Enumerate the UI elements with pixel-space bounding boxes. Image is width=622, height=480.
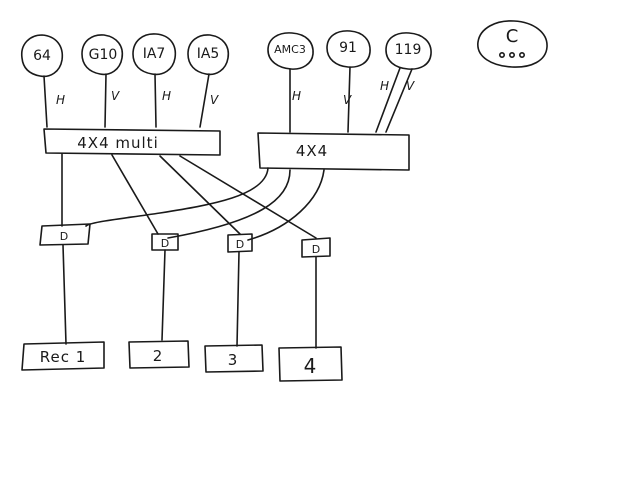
satellite-label: 64 — [33, 48, 51, 64]
polarization-label: H — [162, 89, 171, 103]
satellite-label: G10 — [89, 47, 118, 63]
satellite-label: 91 — [339, 40, 357, 56]
switch-output-lines — [61, 153, 325, 241]
diplexer-2: D — [151, 233, 179, 251]
receiver-label: 4 — [304, 354, 317, 378]
diplexer-label: D — [161, 237, 169, 250]
receiver-label: 2 — [153, 347, 164, 365]
dot-icon — [518, 51, 525, 58]
satellite-label: IA7 — [143, 46, 166, 62]
receiver-1: Rec 1 — [21, 341, 105, 371]
diplexer-3: D — [227, 233, 253, 253]
polarization-label: V — [111, 89, 120, 103]
satellite-amc3: AMC3 — [267, 32, 314, 70]
switch-label: 4X4 — [296, 142, 328, 160]
polarization-label: H — [56, 93, 65, 107]
switch-label: 4X4 multi — [77, 134, 158, 152]
switch-4x4: 4X4 — [257, 132, 410, 171]
satellite-label: IA5 — [197, 46, 220, 62]
dot-icon — [498, 51, 505, 58]
receiver-3: 3 — [204, 344, 264, 373]
diplexer-4: D — [301, 237, 331, 258]
satellite-label: 119 — [395, 42, 422, 58]
receiver-2: 2 — [128, 340, 190, 369]
satellite-ia7: IA7 — [132, 33, 177, 76]
diplexer-label: D — [312, 243, 320, 256]
receiver-4: 4 — [278, 346, 343, 382]
polarization-label: V — [343, 93, 352, 107]
satellite-119: 119 — [385, 32, 432, 70]
extra-dish-label: C — [506, 26, 519, 47]
extra-dish: C — [477, 20, 548, 68]
receiver-label: 3 — [228, 351, 239, 369]
diplexer-label: D — [236, 238, 244, 251]
polarization-label: H — [380, 79, 389, 93]
polarization-label: H — [292, 89, 301, 103]
diplexer-1: D — [39, 223, 91, 246]
dot-icon — [508, 51, 515, 58]
satellite-label: AMC3 — [274, 43, 306, 56]
polarization-label: V — [210, 93, 219, 107]
diplexer-label: D — [60, 230, 68, 243]
polarization-label: V — [406, 79, 415, 93]
satellite-91: 91 — [326, 30, 371, 68]
receiver-feed-lines — [62, 244, 317, 349]
satellite-64: 64 — [20, 34, 64, 78]
feed-lines — [43, 66, 413, 133]
receiver-label: Rec 1 — [40, 348, 87, 366]
switch-4x4-multi: 4X4 multi — [43, 128, 221, 156]
satellite-g10: G10 — [81, 34, 124, 76]
satellite-ia5: IA5 — [187, 34, 230, 76]
